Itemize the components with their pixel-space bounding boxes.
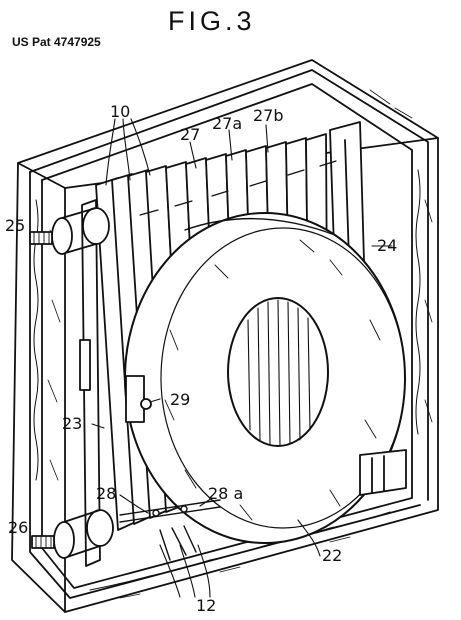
- leader-lines: [91, 118, 393, 598]
- terminal-lower: [31, 509, 114, 559]
- callout-22: 22: [322, 546, 343, 565]
- connector-rods: [119, 499, 221, 561]
- clamp-screw: [125, 375, 152, 423]
- callout-10: 10: [110, 102, 131, 121]
- callout-27: 27: [180, 125, 201, 144]
- toroidal-coil: [124, 212, 406, 544]
- bottom-bracket: [359, 449, 407, 496]
- callout-23: 23: [62, 414, 83, 433]
- support-plate-left: [79, 199, 101, 567]
- callout-28: 28: [96, 484, 117, 503]
- callout-12: 12: [196, 596, 217, 615]
- callout-25: 25: [5, 216, 26, 235]
- terminal-upper: [29, 207, 110, 255]
- callout-26: 26: [8, 518, 29, 537]
- callout-27a: 27a: [212, 114, 243, 133]
- callout-24: 24: [377, 236, 398, 255]
- callout-27b: 27b: [253, 106, 284, 125]
- patent-number: US Pat 4747925: [12, 35, 101, 49]
- figure-title: FIG.3: [168, 6, 256, 36]
- callout-29: 29: [170, 390, 191, 409]
- callout-28a: 28 a: [208, 484, 244, 503]
